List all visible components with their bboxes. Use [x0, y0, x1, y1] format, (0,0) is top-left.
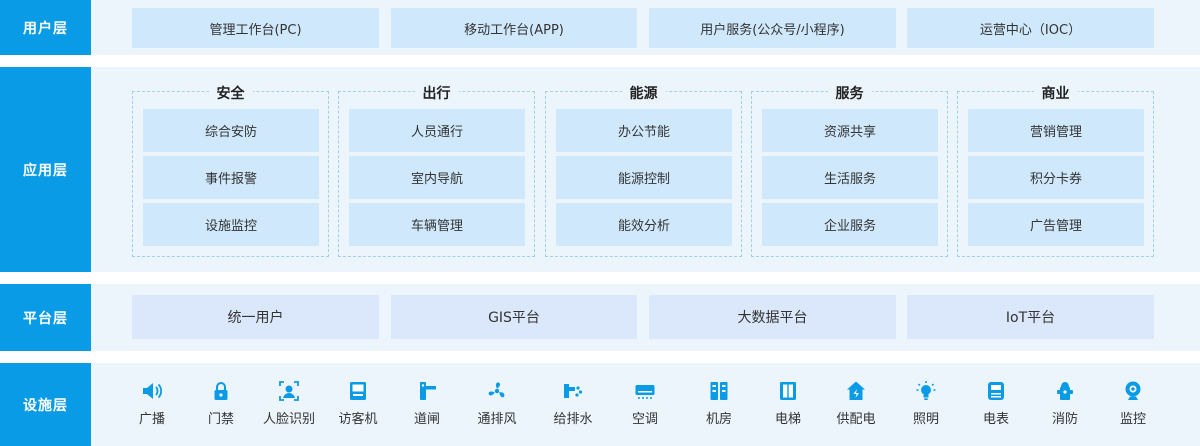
app-item: 事件报警	[143, 156, 319, 199]
user-item: 用户服务(公众号/小程序)	[649, 8, 896, 48]
device-label: 给排水	[553, 412, 593, 427]
device-label: 通排风	[477, 412, 517, 427]
device-visitor: 访客机	[318, 380, 398, 427]
platform-item: 大数据平台	[649, 295, 896, 339]
lock-icon	[214, 382, 228, 400]
platform-item: GIS平台	[391, 295, 637, 339]
app-item: 广告管理	[968, 203, 1144, 246]
app-item: 办公节能	[556, 109, 732, 152]
app-item: 人员通行	[349, 109, 525, 152]
device-broadcast: 广播	[112, 380, 192, 427]
device-label: 访客机	[338, 412, 378, 427]
device-access: 门禁	[181, 380, 261, 427]
group-title: 商业	[1033, 86, 1078, 102]
platform-item: 统一用户	[132, 295, 379, 339]
device-elevator: 电梯	[748, 380, 828, 427]
facility-layer-band	[91, 363, 1200, 446]
app-item: 能效分析	[556, 203, 732, 246]
app-item: 车辆管理	[349, 203, 525, 246]
server-room-icon	[710, 382, 728, 400]
device-label: 空调	[631, 412, 658, 427]
water-icon	[564, 384, 583, 398]
barrier-gate-icon	[420, 382, 436, 400]
layer-label-user: 用户层	[0, 0, 91, 55]
app-item: 营销管理	[968, 109, 1144, 152]
layer-label-platform: 平台层	[0, 284, 91, 351]
app-group-mobility: 出行 人员通行 室内导航 车辆管理	[338, 86, 535, 257]
user-layer: 用户层 管理工作台(PC) 移动工作台(APP) 用户服务(公众号/小程序) 运…	[0, 0, 1200, 55]
layer-label-facility: 设施层	[0, 363, 91, 446]
app-item: 资源共享	[762, 109, 938, 152]
device-face: 人脸识别	[249, 380, 329, 427]
meter-icon	[988, 382, 1004, 400]
device-fire: 消防	[1025, 380, 1105, 427]
user-item: 移动工作台(APP)	[391, 8, 637, 48]
bulb-icon	[916, 381, 936, 400]
device-label: 道闸	[413, 412, 440, 427]
air-conditioner-icon	[635, 385, 655, 399]
app-item: 设施监控	[143, 203, 319, 246]
app-item: 综合安防	[143, 109, 319, 152]
platform-item: IoT平台	[907, 295, 1154, 339]
device-label: 消防	[1051, 412, 1078, 427]
group-title: 出行	[414, 86, 459, 102]
device-gate: 道闸	[387, 380, 467, 427]
app-item: 室内导航	[349, 156, 525, 199]
power-supply-icon	[847, 381, 865, 400]
group-title: 能源	[621, 86, 666, 102]
app-item: 生活服务	[762, 156, 938, 199]
app-layer: 应用层 安全 综合安防 事件报警 设施监控 出行 人员通行 室内导航 车辆管理 …	[0, 67, 1200, 272]
user-item: 运营中心（IOC）	[907, 8, 1154, 48]
fan-icon	[488, 382, 505, 398]
device-monitor: 监控	[1093, 380, 1173, 427]
device-label: 广播	[138, 412, 165, 427]
device-label: 供配电	[836, 412, 876, 427]
facility-layer: 设施层 广播 门禁 人脸识别 访客机 道闸 通排风 给排水 空调 机房 电梯	[0, 363, 1200, 446]
device-ac: 空调	[605, 380, 685, 427]
device-meter: 电表	[956, 380, 1036, 427]
device-label: 门禁	[207, 412, 234, 427]
group-title: 服务	[827, 86, 872, 102]
camera-icon	[1125, 381, 1141, 400]
group-title: 安全	[208, 86, 253, 102]
elevator-icon	[780, 382, 796, 400]
device-lighting: 照明	[886, 380, 966, 427]
speaker-icon	[143, 383, 163, 399]
device-label: 人脸识别	[262, 412, 315, 427]
device-ventilation: 通排风	[457, 380, 537, 427]
device-label: 监控	[1119, 412, 1146, 427]
device-label: 电表	[982, 412, 1009, 427]
app-item: 企业服务	[762, 203, 938, 246]
layer-label-app: 应用层	[0, 67, 91, 272]
device-label: 电梯	[774, 412, 801, 427]
device-label: 照明	[912, 412, 939, 427]
device-power: 供配电	[816, 380, 896, 427]
device-water: 给排水	[533, 380, 613, 427]
face-id-icon	[279, 381, 299, 401]
platform-layer: 平台层 统一用户 GIS平台 大数据平台 IoT平台	[0, 284, 1200, 351]
user-item: 管理工作台(PC)	[132, 8, 379, 48]
app-group-security: 安全 综合安防 事件报警 设施监控	[132, 86, 329, 257]
app-item: 能源控制	[556, 156, 732, 199]
device-label: 机房	[705, 412, 732, 427]
app-group-commerce: 商业 营销管理 积分卡券 广告管理	[957, 86, 1154, 257]
app-item: 积分卡券	[968, 156, 1144, 199]
app-group-energy: 能源 办公节能 能源控制 能效分析	[545, 86, 742, 257]
app-group-service: 服务 资源共享 生活服务 企业服务	[751, 86, 948, 257]
fire-hydrant-icon	[1057, 382, 1073, 400]
device-server-room: 机房	[679, 380, 759, 427]
kiosk-icon	[350, 382, 366, 400]
